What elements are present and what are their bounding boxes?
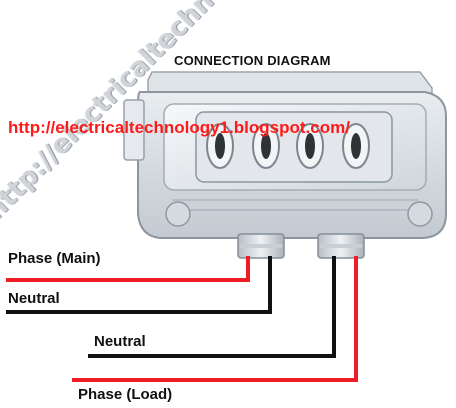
neutral-main-label: Neutral [8, 290, 60, 307]
neutral-load-wire [88, 256, 336, 358]
mounting-boss-left [165, 201, 191, 227]
phase-load-wire [72, 256, 358, 382]
terminal-screws [206, 123, 370, 169]
terminal-screw-slot [305, 133, 315, 159]
cover-lower-rib [172, 199, 418, 211]
mounting-boss-right [407, 201, 433, 227]
phase-main-wire [6, 256, 250, 282]
source-url-banner[interactable]: http://electricaltechnology1.blogspot.co… [8, 118, 350, 137]
phase-main-label: Phase (Main) [8, 250, 101, 267]
terminal-screw-slot [351, 133, 361, 159]
phase-load-label: Phase (Load) [78, 386, 173, 403]
cable-gland-left [237, 233, 285, 259]
cable-gland-right [317, 233, 365, 259]
terminal-screw-slot [261, 133, 271, 159]
meter-side-clip [123, 99, 145, 161]
terminal-screw-slot [215, 133, 225, 159]
terminal-block [195, 111, 393, 183]
diagram-title: CONNECTION DIAGRAM [174, 53, 331, 68]
neutral-load-label: Neutral [94, 333, 146, 350]
neutral-main-wire [6, 256, 272, 314]
